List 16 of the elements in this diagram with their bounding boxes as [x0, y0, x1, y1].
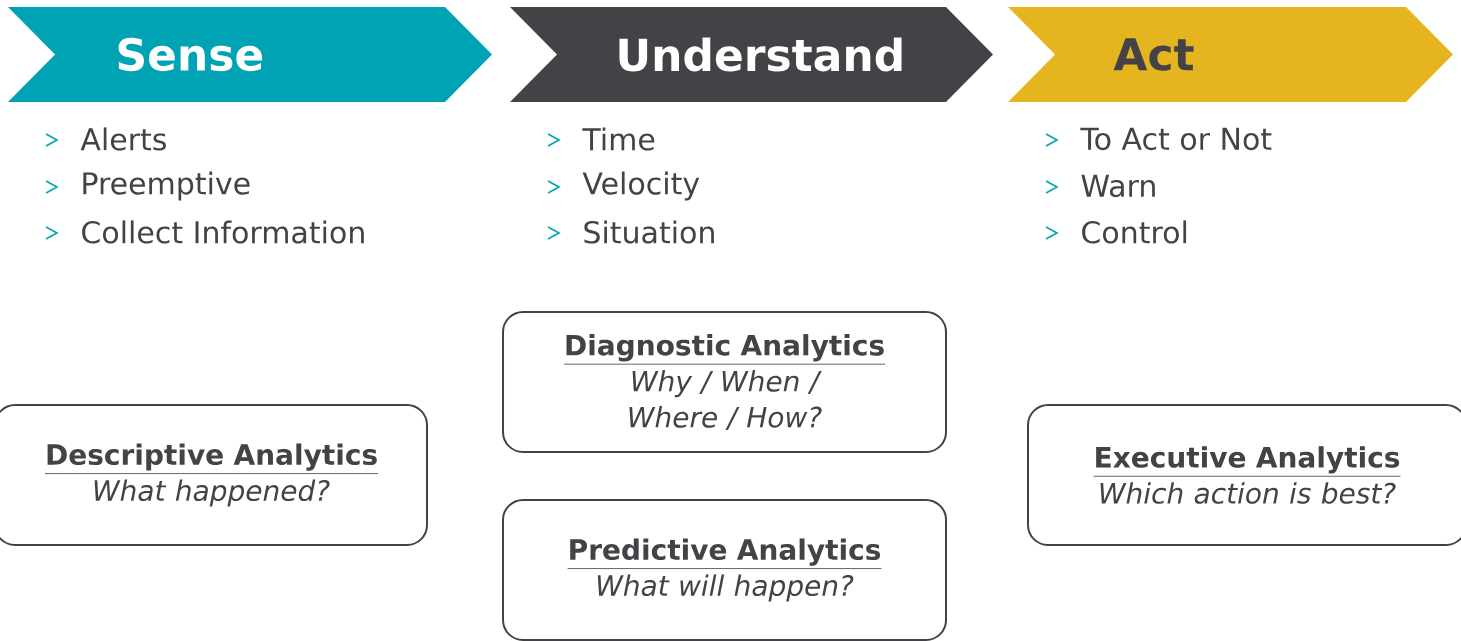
chevron-banner: Act	[1008, 7, 1453, 102]
rounded-box: Diagnostic Analytics Why / When / Where / How?	[502, 311, 947, 453]
rounded-box: Predictive Analytics What will happen?	[502, 499, 947, 641]
bullet-item: Time	[582, 127, 655, 151]
bullet-item: Control	[1082, 220, 1187, 244]
bullet-item: Alerts	[80, 127, 166, 151]
chevron-banner: Understand	[510, 7, 993, 102]
chevron-banner: Sense	[8, 7, 492, 102]
bullet-item: Warn	[1081, 174, 1155, 198]
bullet-item: Velocity	[582, 171, 700, 201]
bullet-item: Situation	[584, 220, 714, 244]
bullet-item: Collect Information	[82, 220, 364, 244]
bullet-item: To Act or Not	[1080, 127, 1272, 151]
bullet-item: Preemptive	[83, 171, 250, 201]
rounded-box: Executive Analytics Which action is best?	[1027, 404, 1461, 546]
rounded-box: Descriptive Analytics What happened?	[0, 404, 428, 546]
